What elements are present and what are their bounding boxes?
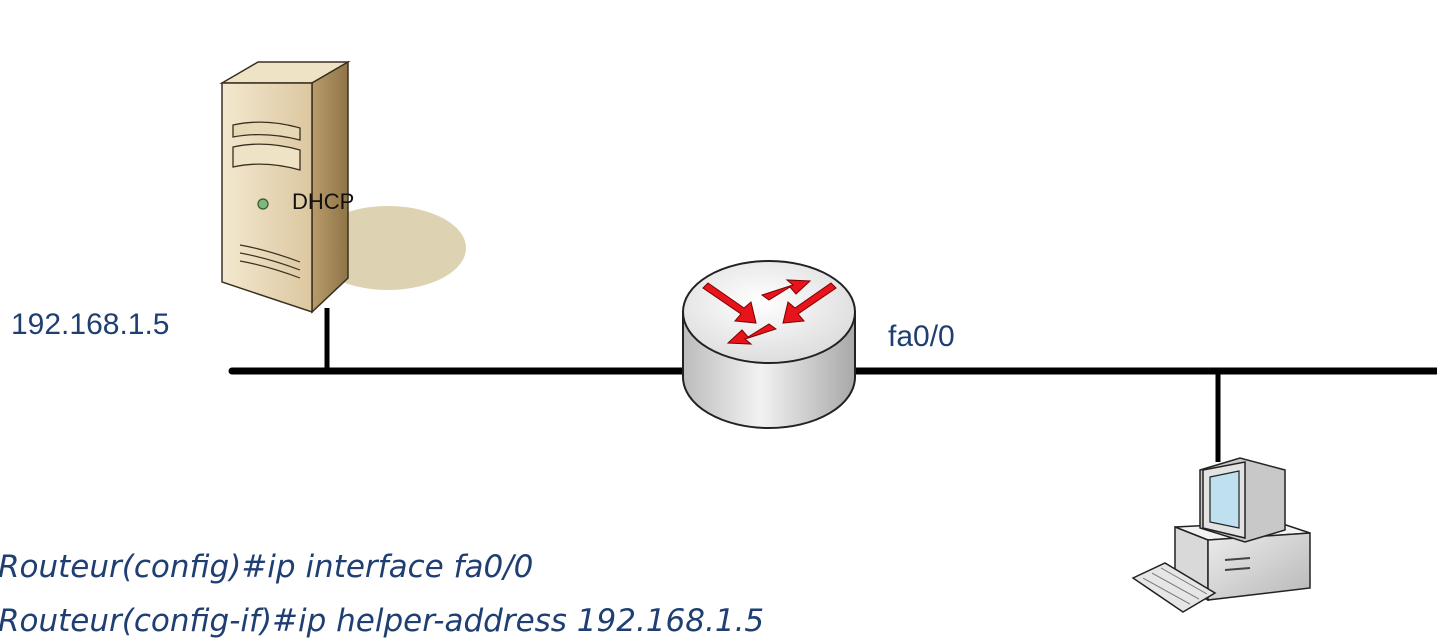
router-top [682, 260, 856, 364]
pc-drive-slot-2 [1224, 567, 1251, 571]
pc-keyboard-row-1 [1142, 577, 1191, 605]
server-power-led [257, 198, 269, 210]
server-ip-label: 192.168.1.5 [11, 308, 170, 341]
pc-keyboard [1131, 562, 1217, 613]
router-arrow-4 [726, 323, 778, 345]
command-line-2: Routeur(config-if)#ip helper-address 192… [0, 603, 765, 639]
router-interface-label: fa0/0 [888, 320, 955, 353]
pc-monitor-screen [1209, 470, 1240, 529]
server-tower-icon [219, 60, 466, 314]
server-label: DHCP [292, 189, 355, 214]
pc-drive-slot-1 [1224, 557, 1251, 561]
server-shadow [310, 206, 466, 290]
server-side [311, 60, 349, 314]
command-line-1: Routeur(config)#ip interface fa0/0 [0, 549, 534, 585]
desktop-computer-icon [1131, 457, 1311, 613]
server-vent-3 [239, 260, 301, 279]
server-drive-bay-1 [232, 121, 301, 141]
router-arrow-2 [782, 282, 837, 324]
network-links [228, 308, 1437, 462]
server-vent-1 [239, 244, 301, 263]
router-arrow-3 [760, 279, 812, 301]
server-front [221, 82, 313, 314]
router-icon [682, 260, 856, 429]
router-arrow-1 [702, 282, 757, 324]
pc-case-side [1207, 532, 1311, 601]
router-arrows [702, 279, 837, 345]
pc-keyboard-row-2 [1151, 572, 1200, 600]
server-drive-bay-2 [232, 143, 301, 171]
server-vent-2 [239, 252, 301, 271]
pc-keyboard-row-3 [1160, 567, 1208, 595]
